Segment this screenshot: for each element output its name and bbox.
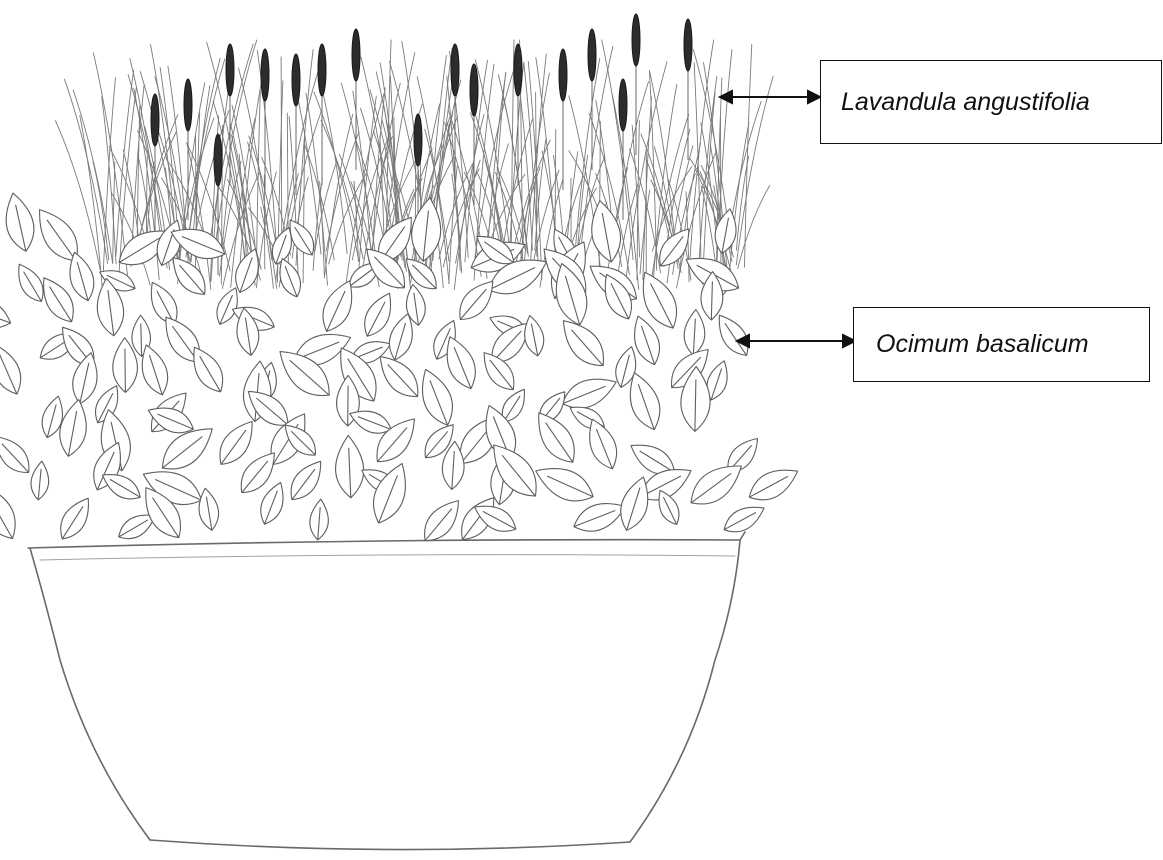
grass-blade [643, 97, 652, 280]
lavender-spike [214, 134, 222, 186]
grass-blade [116, 70, 134, 256]
lavender-spike [352, 29, 360, 81]
basil-leaf [643, 272, 676, 328]
lavender-spike [226, 44, 234, 96]
basil-leaf [460, 281, 493, 319]
lavandula-label-text: Lavandula angustifolia [841, 88, 1090, 117]
lavender-spike [684, 19, 692, 71]
basil-leaf [660, 229, 689, 266]
basil-leaf [539, 413, 575, 462]
lavender-spike [588, 29, 596, 81]
lavender-spike [292, 54, 300, 106]
basil-leaf [0, 345, 21, 395]
basil-leaf [525, 316, 544, 356]
basil-leaf [684, 310, 705, 356]
basil-leaf [365, 293, 391, 336]
lavender-spike [414, 114, 422, 166]
lavender-spike [261, 49, 269, 101]
basil-leaf [425, 501, 459, 541]
lavender-spike [619, 79, 627, 131]
pot-outline [28, 532, 745, 850]
basil-leaf [707, 361, 727, 400]
basil-leaf [719, 315, 748, 355]
basil-leaf [40, 210, 78, 261]
lavandula-arrowhead-left [720, 91, 732, 103]
basil-leaf [220, 422, 252, 465]
ocimum-label-box: Ocimum basalicum [853, 307, 1150, 382]
basil-leaf [563, 321, 603, 366]
basil-leaf [19, 264, 43, 301]
ocimum-label-text: Ocimum basalicum [876, 330, 1089, 359]
basil-leaf [447, 337, 475, 389]
lavandula-arrowhead-right [808, 91, 820, 103]
basil-leaf [749, 470, 797, 500]
basil-leaf [0, 437, 29, 473]
lavender-spike [559, 49, 567, 101]
grass-blade [256, 90, 260, 271]
lavandula-label-box: Lavandula angustifolia [820, 60, 1162, 144]
basil-leaf [336, 435, 364, 497]
basil-leaf [241, 453, 274, 493]
grass-blade [281, 57, 282, 252]
grass-blade [289, 116, 298, 286]
basil-leaf [60, 400, 87, 457]
basil-leaf [162, 429, 212, 469]
lavender-spike [151, 94, 159, 146]
basil-leaf [199, 488, 219, 530]
basil-leaf [380, 357, 418, 397]
grass-blade [326, 132, 359, 251]
basil-leaf [119, 515, 156, 539]
lavender-spike [451, 44, 459, 96]
basil-leaf [323, 281, 352, 332]
grass-blade [306, 93, 328, 285]
basil-leaf [621, 477, 648, 531]
basil-leaf [6, 193, 34, 251]
basil-leaf [261, 483, 283, 525]
grass-blade [738, 186, 770, 269]
basil-leaf [0, 485, 15, 539]
basil-leaf [592, 201, 621, 262]
basil-leaf [724, 507, 764, 532]
lavender-spike [632, 14, 640, 66]
lavender-spike [514, 44, 522, 96]
basil-leaf [217, 288, 237, 325]
basil-leaf [536, 469, 593, 501]
basil-leaf [291, 461, 321, 499]
basil-leaf [630, 373, 659, 430]
basil-leaf [173, 258, 205, 295]
basil-foliage [0, 193, 798, 541]
basil-leaf [350, 411, 392, 433]
basil-leaf [389, 314, 412, 360]
basil-leaf [563, 379, 617, 408]
basil-leaf [310, 499, 328, 540]
basil-leaf [691, 466, 741, 504]
basil-leaf [635, 316, 660, 365]
basil-leaf [142, 345, 167, 395]
basil-leaf [194, 347, 223, 392]
lavender-spike [318, 44, 326, 96]
basil-leaf [423, 369, 453, 425]
basil-leaf [151, 282, 177, 324]
basil-leaf [44, 278, 74, 322]
basil-leaf [659, 490, 679, 524]
basil-leaf [61, 498, 89, 539]
basil-leaf [590, 419, 617, 469]
basil-leaf [492, 323, 529, 362]
basil-leaf [31, 461, 49, 500]
basil-leaf [236, 249, 259, 293]
basil-leaf [0, 297, 11, 328]
basil-leaf [574, 504, 626, 532]
basil-leaf [502, 389, 524, 422]
basil-leaf [70, 252, 94, 300]
lavender-spike [184, 79, 192, 131]
grass-blade [324, 96, 348, 254]
grass-blade [315, 162, 337, 251]
basil-leaf [103, 475, 141, 499]
lavender-spike [470, 64, 478, 116]
